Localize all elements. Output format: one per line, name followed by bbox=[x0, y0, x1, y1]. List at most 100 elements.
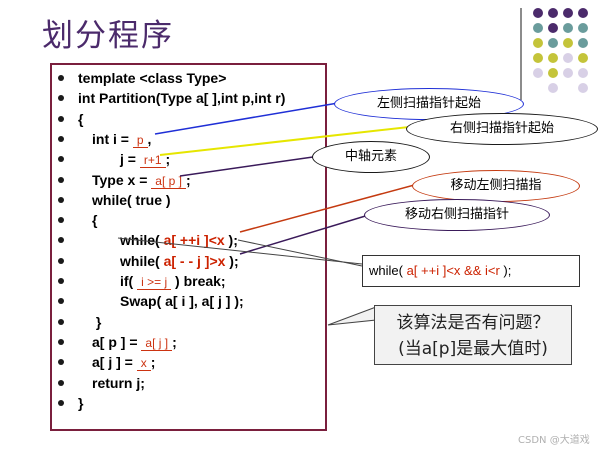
bullet-icon bbox=[58, 115, 64, 122]
highlighted-expression: a[ - - j ]>x bbox=[163, 252, 226, 269]
bullet-icon bbox=[58, 75, 64, 81]
code-token: , bbox=[147, 130, 152, 147]
bullet-icon bbox=[58, 318, 64, 325]
bullet-icon bbox=[58, 278, 64, 284]
decorative-dot bbox=[563, 23, 573, 33]
callout-right-scan-start: 右侧扫描指针起始 bbox=[406, 113, 598, 145]
decorative-dot bbox=[548, 38, 558, 48]
code-token: } bbox=[78, 394, 84, 411]
watermark: CSDN @大道戏 bbox=[518, 435, 590, 446]
bullet-icon bbox=[58, 217, 64, 224]
connector-move-right bbox=[239, 213, 373, 255]
decorative-dot bbox=[548, 68, 558, 78]
callout-move-left-scan: 移动左侧扫描指 bbox=[412, 170, 580, 202]
bullet-icon bbox=[58, 399, 64, 406]
code-text: while( true ) bbox=[92, 190, 171, 210]
code-line: a[ j ] = x; bbox=[52, 352, 327, 372]
decorative-dot bbox=[578, 38, 588, 48]
note-condition: a[ ++i ]<x && i<r bbox=[406, 263, 500, 278]
code-line: return j; bbox=[52, 373, 327, 393]
code-line: } bbox=[52, 393, 327, 413]
note-suffix: ); bbox=[499, 263, 512, 278]
code-token: ; bbox=[150, 354, 156, 371]
code-token: ); bbox=[225, 252, 239, 269]
code-token: ); bbox=[224, 232, 238, 249]
code-token: int Partition(Type a[ ],int p,int r) bbox=[78, 90, 286, 107]
fill-in-blank: x bbox=[136, 356, 151, 372]
connector-move-left bbox=[239, 183, 419, 233]
bullet-icon bbox=[58, 298, 64, 305]
decorative-dot bbox=[578, 83, 588, 93]
decorative-dot bbox=[563, 38, 573, 48]
corrected-condition-note: while( a[ ++i ]<x && i<r ); bbox=[362, 255, 580, 287]
code-text: } bbox=[92, 312, 101, 332]
callout-pivot: 中轴元素 bbox=[312, 141, 430, 173]
decorative-dot bbox=[563, 8, 573, 18]
bullet-icon bbox=[58, 176, 64, 183]
bullet-icon bbox=[58, 237, 64, 244]
code-text: int i = p, bbox=[92, 129, 151, 150]
decorative-dot bbox=[578, 23, 588, 33]
code-token: ) break; bbox=[171, 273, 226, 289]
decorative-dot bbox=[578, 53, 588, 63]
code-token: a[ p ] = bbox=[92, 333, 142, 350]
bullet-icon bbox=[58, 257, 64, 264]
code-line: j = r+1; bbox=[52, 149, 327, 169]
code-token: a[ j ] = bbox=[92, 354, 137, 371]
bullet-icon bbox=[58, 95, 64, 102]
code-text: Swap( a[ i ], a[ j ] ); bbox=[120, 291, 244, 311]
code-text: if( i >= j ) break; bbox=[120, 271, 226, 292]
fill-in-blank: p bbox=[132, 132, 148, 148]
decorative-dot bbox=[548, 23, 558, 33]
slide-title: 划分程序 bbox=[42, 18, 174, 54]
code-line: if( i >= j ) break; bbox=[52, 271, 327, 291]
code-token: int i = bbox=[92, 130, 133, 147]
decorative-dot bbox=[533, 68, 543, 78]
code-token: { bbox=[78, 110, 84, 127]
code-line: } bbox=[52, 312, 327, 332]
code-line: { bbox=[52, 109, 327, 129]
decorative-dot bbox=[578, 8, 588, 18]
bullet-icon bbox=[58, 359, 64, 366]
code-line: a[ p ] = a[ j ]; bbox=[52, 332, 327, 352]
code-token: } bbox=[92, 313, 102, 330]
connector-pivot bbox=[179, 155, 321, 177]
bullet-icon bbox=[58, 196, 64, 203]
code-line: while( true ) bbox=[52, 190, 327, 210]
fill-in-blank: a[ j ] bbox=[141, 335, 173, 351]
code-line: Swap( a[ i ], a[ j ] ); bbox=[52, 291, 327, 311]
question-line-1: 该算法是否有问题？ bbox=[396, 313, 550, 333]
connector-note-2 bbox=[237, 239, 363, 267]
code-line: while( a[ - - j ]>x ); bbox=[52, 251, 327, 271]
code-text: return j; bbox=[92, 373, 145, 393]
fill-in-blank: a[ p ] bbox=[151, 173, 186, 189]
decorative-dot bbox=[533, 8, 543, 18]
decorative-dot bbox=[563, 53, 573, 63]
code-line: int Partition(Type a[ ],int p,int r) bbox=[52, 88, 327, 108]
code-token: ; bbox=[172, 333, 177, 350]
fill-in-blank: i >= j bbox=[137, 275, 172, 290]
question-box: 该算法是否有问题？ (当a[p]是最大值时) bbox=[374, 305, 572, 365]
code-text: { bbox=[78, 109, 83, 129]
code-token: Type x = bbox=[92, 171, 152, 188]
code-line: template <class Type> bbox=[52, 68, 327, 88]
code-token: while( true ) bbox=[92, 191, 171, 208]
code-text: template <class Type> bbox=[78, 68, 226, 88]
connector-note bbox=[117, 237, 363, 265]
code-line: int i = p, bbox=[52, 129, 327, 149]
code-token: j = bbox=[120, 151, 140, 168]
code-text: a[ j ] = x; bbox=[92, 352, 155, 373]
decorative-dot bbox=[533, 53, 543, 63]
bullet-icon bbox=[58, 338, 64, 345]
code-token: { bbox=[92, 212, 98, 229]
code-token: Swap( a[ i ], a[ j ] ); bbox=[120, 293, 244, 310]
code-line: Type x = a[ p ]; bbox=[52, 170, 327, 190]
code-line: { bbox=[52, 210, 327, 230]
decorative-divider bbox=[520, 8, 522, 100]
code-token: ; bbox=[185, 171, 191, 188]
code-listing: template <class Type> int Partition(Type … bbox=[50, 63, 327, 431]
decorative-dot bbox=[578, 68, 588, 78]
connector-question bbox=[327, 306, 377, 326]
code-token: if( bbox=[120, 273, 138, 289]
code-text: { bbox=[92, 210, 97, 230]
